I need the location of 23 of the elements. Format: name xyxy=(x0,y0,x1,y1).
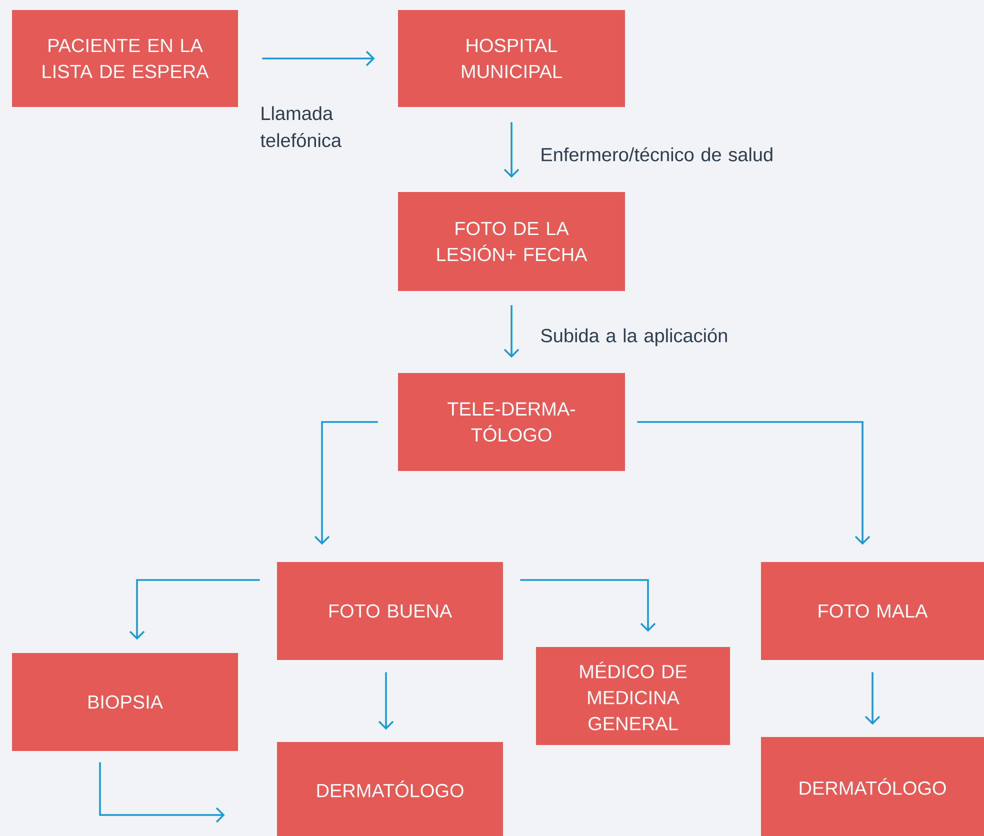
arrow xyxy=(504,305,520,358)
arrow xyxy=(504,122,520,178)
edge-label: Subida a la aplicación xyxy=(541,328,727,346)
arrow xyxy=(864,672,880,725)
arrow xyxy=(129,579,260,640)
arrow xyxy=(520,579,656,632)
process-box: FOTO BUENA xyxy=(277,562,503,660)
process-box: FOTO DE LA LESIÓN+ FECHA xyxy=(398,192,625,291)
edge-label: Enfermero/técnico de salud xyxy=(542,147,772,162)
process-box: FOTO MALA xyxy=(761,562,984,660)
process-box: TELE-DERMA- TÓLOGO xyxy=(398,373,625,471)
arrow xyxy=(314,421,378,545)
process-box: DERMATÓLOGO xyxy=(277,742,503,836)
arrow xyxy=(262,50,375,66)
arrow xyxy=(637,421,870,545)
process-box: DERMATÓLOGO xyxy=(761,737,984,836)
process-box: BIOPSIA xyxy=(12,653,238,751)
process-box: MÉDICO DE MEDICINA GENERAL xyxy=(536,647,730,745)
process-box: HOSPITAL MUNICIPAL xyxy=(398,10,625,107)
edge-label: Llamada telefónica xyxy=(260,106,342,148)
process-box: PACIENTE EN LA LISTA DE ESPERA xyxy=(12,10,238,107)
arrow xyxy=(99,762,225,823)
arrow xyxy=(378,672,394,730)
